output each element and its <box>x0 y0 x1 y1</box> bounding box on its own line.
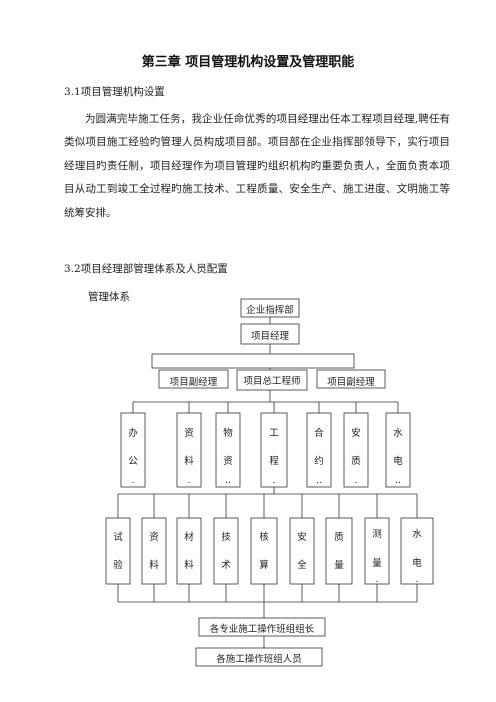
group-char: 质 <box>334 531 344 543</box>
group-char: 试 <box>113 531 123 543</box>
org-node-group-materials: 材 料 <box>176 517 202 585</box>
group-char: . <box>415 574 418 585</box>
dept-char: . <box>131 475 134 486</box>
org-node-deputy-manager-right: 项目副经理 <box>316 369 386 389</box>
org-node-manager-label: 项目经理 <box>251 330 290 342</box>
dept-char: .. <box>316 475 322 486</box>
org-node-group-surveying: 测 量 . <box>364 517 390 585</box>
dept-char: 安 <box>351 427 361 439</box>
group-char: 安 <box>297 531 307 543</box>
dept-char: 公 <box>128 456 138 467</box>
group-char: 电 <box>412 557 422 569</box>
group-char: 验 <box>113 559 123 571</box>
org-node-chief-engineer: 项目总工程师 <box>236 369 308 391</box>
dept-char: 办 <box>128 427 138 439</box>
group-char: 术 <box>221 559 231 571</box>
dept-char: . <box>354 475 357 486</box>
group-char: 测 <box>372 529 382 540</box>
dept-char: 料 <box>184 455 194 467</box>
org-node-deputy-manager-left: 项目副经理 <box>158 369 229 389</box>
section-heading-mgmt-system: 3.2项目经理部管理体系及人员配置 <box>64 263 228 275</box>
org-node-group-quality: 质 量 <box>325 517 353 585</box>
dept-char: 资 <box>223 456 233 467</box>
group-char: 料 <box>184 559 194 571</box>
org-node-group-costing: 核 算 <box>250 517 278 585</box>
org-node-dept-office: 办 公 . <box>120 412 146 488</box>
org-node-group-water-electric: 水 电 . <box>400 517 434 585</box>
dept-char: 工 <box>269 428 279 439</box>
group-char: 量 <box>334 560 344 571</box>
group-char: 料 <box>149 559 159 571</box>
dept-char: . <box>272 475 275 486</box>
dept-char: 约 <box>314 455 324 467</box>
section-heading-org-setup: 3.1项目管理机构设置 <box>64 86 165 98</box>
org-node-deputy-right-label: 项目副经理 <box>327 376 375 388</box>
org-node-manager: 项目经理 <box>240 323 300 345</box>
org-node-dept-water-electric: 水 电 .. <box>385 412 411 488</box>
dept-char: 电 <box>393 455 403 467</box>
org-node-team-leaders-label: 各专业施工操作班组组长 <box>210 623 315 635</box>
group-char: 资 <box>149 532 159 543</box>
group-char: 材 <box>184 531 194 543</box>
org-node-team-members-label: 各施工操作班组人员 <box>216 653 302 665</box>
org-node-group-documents: 资 料 <box>141 517 167 585</box>
dept-char: 程 <box>269 456 279 467</box>
org-node-dept-contracts: 合 约 .. <box>306 412 332 488</box>
org-node-dept-documents: 资 料 . <box>176 412 202 488</box>
group-char: 全 <box>297 559 307 571</box>
org-node-team-leaders: 各专业施工操作班组组长 <box>198 617 326 637</box>
dept-char: . <box>187 475 190 486</box>
dept-char: 质 <box>351 455 361 467</box>
org-node-group-testing: 试 验 <box>105 517 131 585</box>
org-node-hq-label: 企业指挥部 <box>246 304 294 316</box>
org-node-group-technical: 技 术 <box>213 517 239 585</box>
group-char: 技 <box>221 531 231 543</box>
group-char: 水 <box>412 528 422 540</box>
org-node-dept-safety-quality: 安 质 . <box>343 412 369 488</box>
org-chart-connectors <box>117 317 418 648</box>
org-node-group-safety: 安 全 <box>289 517 315 585</box>
dept-char: .. <box>225 475 231 486</box>
group-char: . <box>375 574 378 585</box>
dept-char: 水 <box>393 427 403 439</box>
group-char: 算 <box>259 559 269 571</box>
chapter-title: 第三章 项目管理机构设置及管理职能 <box>141 55 355 70</box>
org-node-chief-engineer-label: 项目总工程师 <box>243 375 300 387</box>
org-node-deputy-left-label: 项目副经理 <box>170 376 218 388</box>
dept-char: 资 <box>184 428 194 439</box>
body-paragraph: 为圆满完毕施工任务，我企业任命优秀的项目经理出任本工程项目经理,聘任有类似项目施… <box>64 113 450 219</box>
dept-char: 物 <box>223 427 233 439</box>
org-node-dept-materials: 物 资 .. <box>215 412 241 488</box>
group-char: 核 <box>259 531 269 543</box>
org-chart-label: 管理体系 <box>88 291 130 303</box>
dept-char: .. <box>395 475 401 486</box>
dept-char: 合 <box>314 427 324 439</box>
org-node-team-members: 各施工操作班组人员 <box>195 647 323 667</box>
org-node-dept-engineering: 工 程 . <box>260 412 288 488</box>
org-node-hq: 企业指挥部 <box>240 298 300 318</box>
group-char: 量 <box>372 558 382 569</box>
